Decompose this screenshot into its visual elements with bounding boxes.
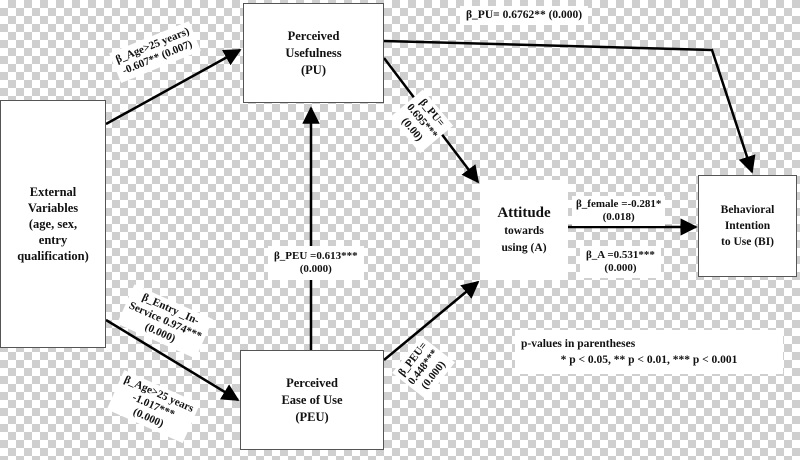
a-bi-line-2: (0.000)	[604, 262, 637, 274]
attitude-node: Attitude towards using (A)	[480, 180, 568, 280]
attitude-line-3: using (A)	[501, 242, 547, 254]
pu-line-2: Usefulness	[285, 45, 342, 60]
legend-line-1: p-values in parentheses	[521, 338, 636, 350]
peu-pu-line-1: β_PEU =0.613***	[274, 250, 358, 262]
pu-line-3: (PU)	[301, 62, 326, 77]
female-bi-line-2: (0.018)	[602, 211, 635, 223]
external-line-5: qualification)	[17, 249, 89, 263]
female-bi-line-1: β_female =-0.281*	[576, 198, 662, 210]
peu-node: Perceived Ease of Use (PEU)	[240, 350, 384, 450]
pu-line-1: Perceived	[287, 28, 340, 43]
peu-line-3: (PEU)	[295, 409, 329, 424]
peu-line-2: Ease of Use	[281, 392, 343, 407]
peu-pu-line-2: (0.000)	[299, 263, 332, 275]
attitude-line-2: towards	[504, 225, 544, 237]
external-variables-node: External Variables (age, sex, entry qual…	[0, 100, 106, 348]
arrow-external-to-pu	[105, 48, 242, 126]
path-label-peu-pu: β_PEU =0.613*** (0.000)	[268, 246, 364, 280]
bi-line-1: Behavioral	[720, 204, 775, 216]
bi-line-2: Intention	[724, 220, 771, 232]
arrow-peu-to-attitude	[383, 280, 480, 361]
pu-node: Perceived Usefulness (PU)	[243, 3, 384, 103]
external-line-3: (age, sex,	[28, 217, 78, 231]
path-label-attitude-bi: β_A =0.531*** (0.000)	[580, 246, 661, 278]
path-label-female-bi: β_female =-0.281* (0.018)	[572, 196, 666, 226]
a-bi-line-1: β_A =0.531***	[586, 249, 655, 261]
external-line-2: Variables	[27, 201, 79, 215]
significance-legend: p-values in parentheses * p < 0.05, ** p…	[515, 330, 783, 374]
bi-node: Behavioral Intention to Use (BI)	[698, 175, 797, 277]
bi-line-3: to Use (BI)	[720, 236, 775, 248]
arrow-external-to-peu	[105, 318, 240, 402]
legend-line-2: * p < 0.05, ** p < 0.01, *** p < 0.001	[560, 354, 738, 366]
path-label-pu-bi: β_PU= 0.6762** (0.000)	[460, 6, 589, 25]
peu-line-1: Perceived	[286, 375, 338, 390]
pu-bi-text: β_PU= 0.6762** (0.000)	[466, 9, 583, 21]
external-line-1: External	[29, 185, 77, 199]
attitude-title: Attitude	[497, 205, 551, 221]
arrow-pu-to-bi	[383, 39, 756, 174]
external-line-4: entry	[38, 233, 68, 247]
